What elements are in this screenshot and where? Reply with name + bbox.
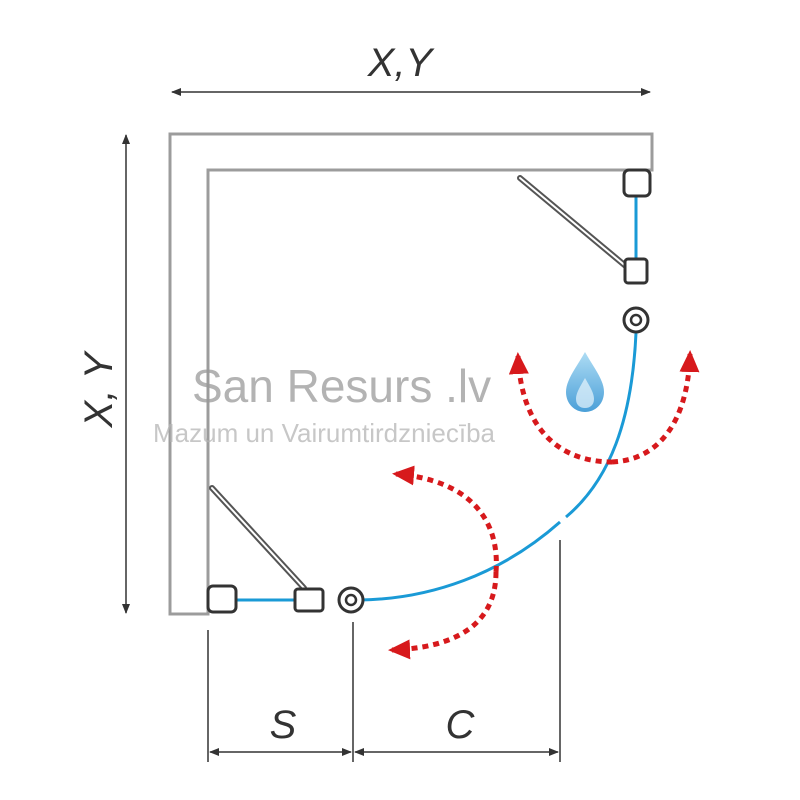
hinge-top-right	[622, 306, 650, 334]
hinge-bottom-left	[337, 586, 365, 614]
opening-arrow-top-right	[611, 350, 700, 465]
dimension-top-label: X,Y	[367, 41, 436, 85]
dimension-left: X, Y	[77, 134, 130, 614]
door-opening-arrows	[388, 350, 700, 660]
dimension-s-label: S	[270, 703, 297, 747]
watermark-subtitle: Mazum un Vairumtirdzniecība	[153, 418, 496, 448]
curved-sliding-doors	[337, 306, 650, 614]
dimension-left-label: X, Y	[77, 349, 121, 428]
opening-arrow-top-left	[508, 352, 613, 465]
fixed-panel-left	[206, 485, 325, 614]
fixed-panel-right	[517, 168, 652, 285]
wall-profile-left	[206, 584, 238, 614]
opening-arrow-bottom-down	[388, 571, 499, 660]
water-drop-icon	[566, 352, 604, 412]
wall-frame	[168, 132, 654, 616]
connector-left	[293, 587, 325, 613]
dimension-bottom: S C	[207, 540, 561, 762]
dimension-top: X,Y	[171, 41, 651, 96]
wall-profile-right	[622, 168, 652, 198]
dimension-c-label: C	[446, 703, 476, 747]
watermark-title: San Resurs .lv	[192, 360, 491, 412]
watermark: San Resurs .lv Mazum un Vairumtirdzniecī…	[153, 352, 604, 448]
opening-arrow-bottom-up	[392, 465, 499, 573]
connector-right	[623, 257, 649, 285]
